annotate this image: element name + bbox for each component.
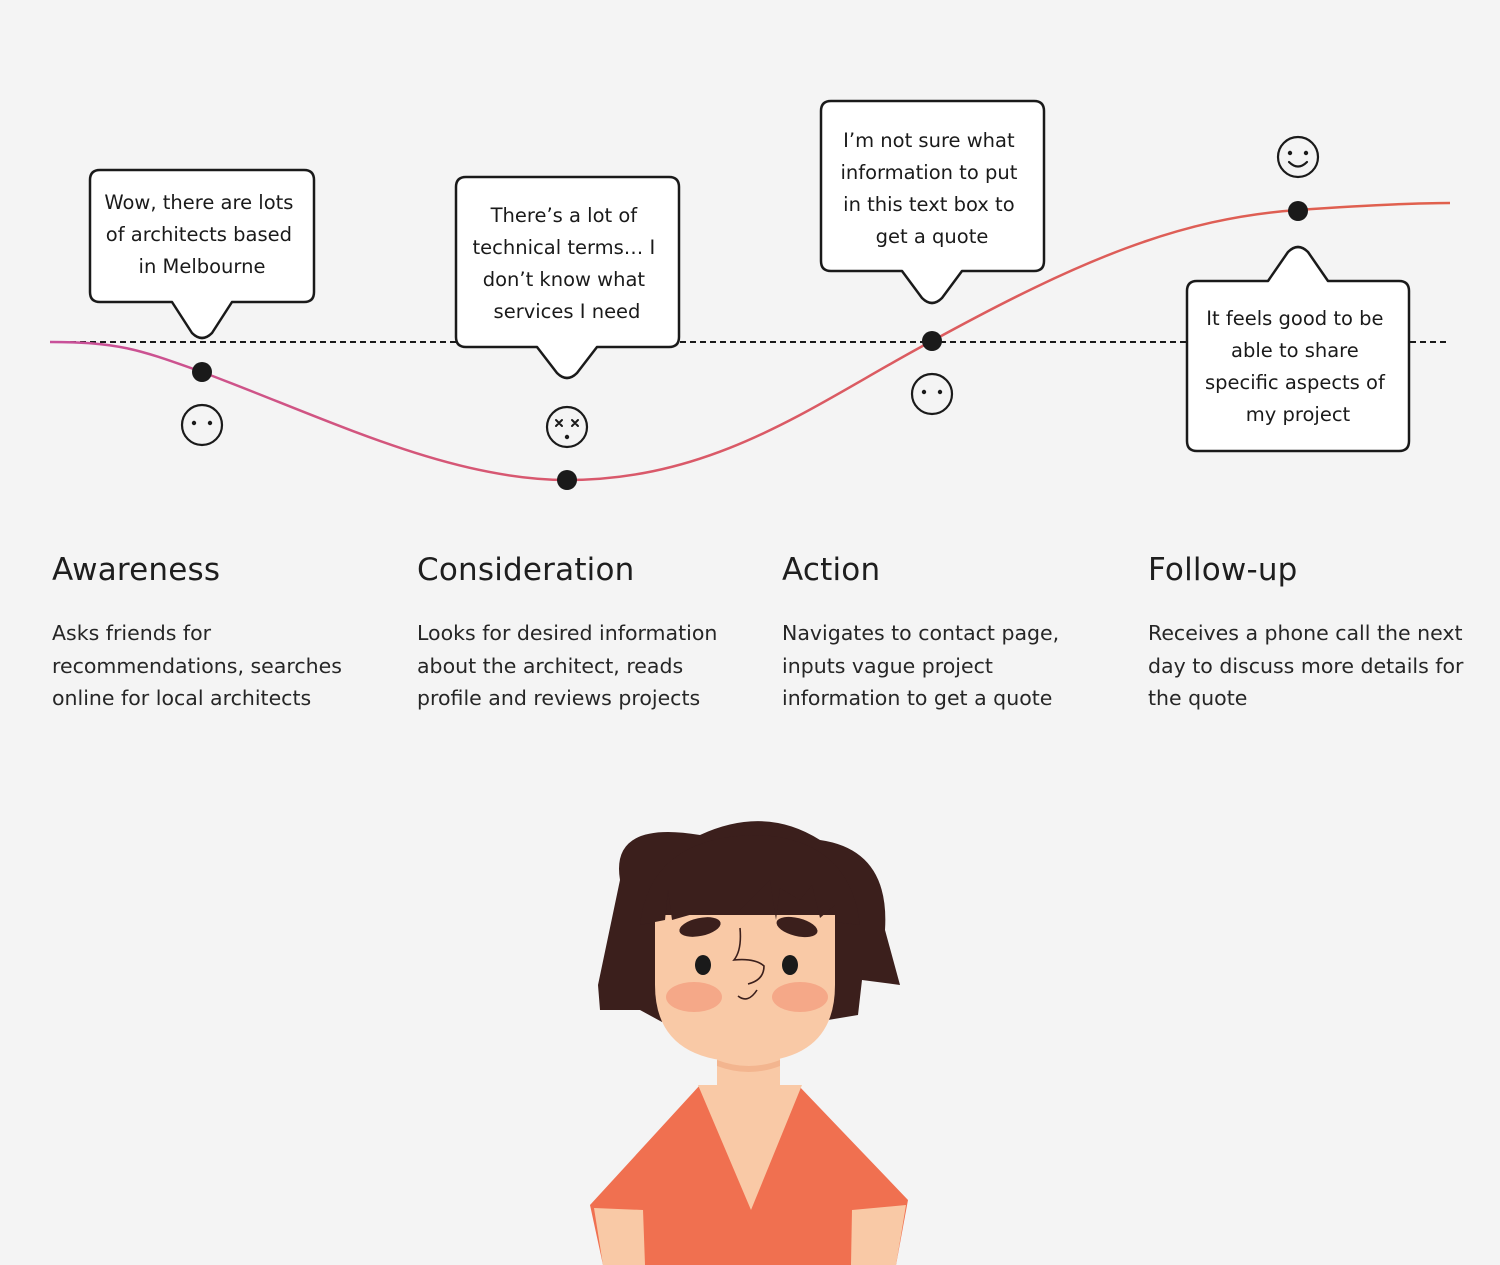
bubble-text-follow-up: It feels good to be able to share specif… [1205, 307, 1391, 426]
persona-nose [732, 927, 765, 985]
curve-point-follow-up [1288, 201, 1308, 221]
bubble-line: It feels good to be [1206, 307, 1383, 330]
stage-description-consideration: Looks for desired information about the … [417, 621, 718, 710]
persona-left-eyebrow [679, 917, 721, 937]
persona-neck-shadow [717, 1060, 780, 1072]
persona-right-eyebrow [776, 916, 818, 938]
bubble-line: information to put [840, 161, 1017, 184]
stage-title-follow-up: Follow-up [1148, 552, 1298, 588]
bubble-line: There’s a lot of [490, 204, 639, 227]
stage-title-consideration: Consideration [417, 552, 635, 588]
bubble-line: get a quote [876, 225, 989, 248]
bubble-line: my project [1246, 403, 1351, 426]
bubble-line: services I need [494, 300, 641, 323]
bubble-line: don’t know what [483, 268, 646, 291]
bubble-line: able to share [1231, 339, 1359, 362]
curve-point-consideration [557, 470, 577, 490]
bubble-text-awareness: Wow, there are lots of architects based … [104, 191, 299, 278]
speech-bubble-action: I’m not sure what information to put in … [819, 99, 1046, 305]
persona-right-eye [782, 955, 798, 975]
bubble-line: of architects based [106, 223, 292, 246]
bubble-text-consideration: There’s a lot of technical terms… I don’… [473, 204, 662, 323]
stage-description-awareness: Asks friends for recommendations, search… [52, 621, 342, 710]
speech-bubble-awareness: Wow, there are lots of architects based … [88, 168, 316, 340]
smiling-face-icon [1276, 135, 1320, 179]
neutral-face-icon [910, 372, 954, 416]
persona-neck [698, 1035, 802, 1210]
speech-bubble-follow-up: It feels good to be able to share specif… [1185, 245, 1411, 453]
neutral-face-icon [180, 403, 224, 447]
persona-left-blush [666, 982, 722, 1012]
curve-point-awareness [192, 362, 212, 382]
stage-title-action: Action [782, 552, 881, 588]
bubble-line: in this text box to [843, 193, 1014, 216]
bubble-line: in Melbourne [139, 255, 266, 278]
dizzy-face-icon [545, 405, 589, 449]
speech-bubble-consideration: There’s a lot of technical terms… I don’… [454, 175, 681, 380]
stage-description-follow-up: Receives a phone call the next day to di… [1148, 621, 1464, 710]
bubble-line: technical terms… I [473, 236, 656, 259]
persona-left-arm [594, 1208, 645, 1265]
persona-face [655, 915, 835, 1062]
stage-title-awareness: Awareness [52, 552, 221, 588]
bubble-line: specific aspects of [1205, 371, 1386, 394]
persona-illustration [590, 821, 908, 1265]
persona-right-blush [772, 982, 828, 1012]
persona-left-eye [695, 955, 711, 975]
stage-description-action: Navigates to contact page, inputs vague … [782, 621, 1060, 710]
persona-hair-bangs [640, 835, 860, 925]
persona-mouth [737, 989, 758, 1000]
bubble-line: I’m not sure what [843, 129, 1015, 152]
curve-point-action [922, 331, 942, 351]
persona-right-arm [851, 1205, 906, 1265]
bubble-line: Wow, there are lots [104, 191, 293, 214]
bubble-text-action: I’m not sure what information to put in … [840, 129, 1023, 248]
